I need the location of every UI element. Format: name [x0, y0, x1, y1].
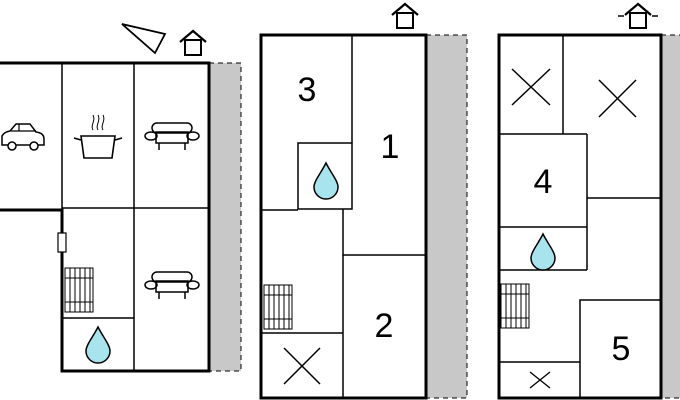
cross-mark-icon — [511, 68, 551, 106]
water-drop-icon — [85, 326, 111, 364]
first-floor: 3 1 2 — [259, 2, 468, 400]
room-number-5: 5 — [612, 330, 631, 368]
compass-arrow-icon — [121, 23, 167, 55]
room-number-4: 4 — [534, 163, 553, 201]
house-level-icon — [178, 29, 208, 57]
room-number-3: 3 — [298, 71, 317, 109]
ground-floor — [0, 23, 242, 373]
house-level-icon — [618, 2, 658, 29]
sofa-icon — [144, 271, 200, 300]
radiator-icon — [64, 267, 94, 313]
water-drop-icon — [530, 233, 556, 271]
cross-mark-icon — [283, 347, 321, 385]
terrace — [660, 34, 680, 399]
room-number-2: 2 — [375, 307, 394, 345]
second-floor: 4 5 — [497, 2, 680, 400]
radiator-icon — [500, 283, 530, 329]
outer-wall — [0, 61, 211, 373]
cross-mark-icon — [529, 371, 551, 389]
radiator-icon — [263, 284, 293, 330]
bathroom-wall — [297, 142, 353, 210]
cross-mark-icon — [598, 79, 637, 118]
sofa-icon — [144, 122, 200, 151]
terrace — [425, 34, 468, 399]
room-number-1: 1 — [381, 128, 400, 166]
partition-wall — [342, 209, 426, 256]
car-icon — [1, 123, 45, 151]
partition-wall — [579, 299, 661, 398]
water-drop-icon — [313, 162, 339, 200]
terrace — [208, 62, 242, 372]
house-level-icon — [390, 2, 420, 30]
cooking-pot-icon — [73, 114, 123, 159]
door-icon — [57, 232, 67, 253]
